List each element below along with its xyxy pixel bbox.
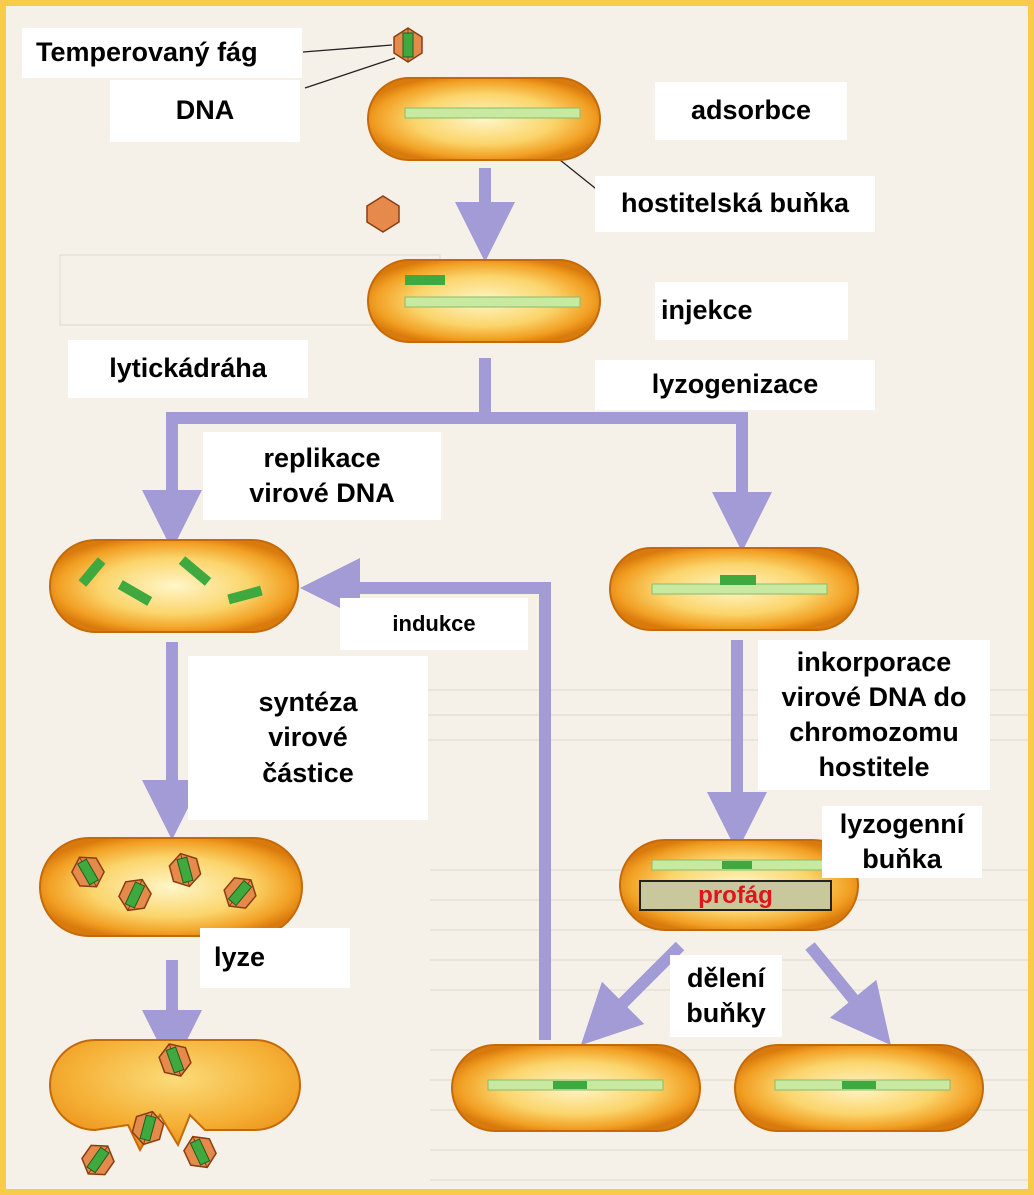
- temperate-phage-icon: [394, 28, 422, 62]
- synthesis-line-3: částice: [262, 756, 354, 791]
- synthesis-line-2: virové: [268, 720, 348, 755]
- arrow-lysogenization: [485, 418, 742, 522]
- cell-adsorption: [368, 78, 600, 160]
- cell-synthesis: [40, 838, 302, 936]
- incorporation-label: inkorporace virové DNA do chromozomu hos…: [758, 640, 990, 790]
- cell-division-label: dělení buňky: [670, 955, 782, 1037]
- lysis-label: lyze: [200, 928, 350, 988]
- cell-lysogenization: [610, 548, 858, 630]
- arrow-division-right: [810, 946, 872, 1022]
- adsorption-label: adsorbce: [655, 82, 847, 140]
- lytic-pathway-label: lytickádráha: [68, 340, 308, 398]
- cell-lysis: [50, 1039, 300, 1182]
- incorporation-line-4: hostitele: [818, 750, 929, 785]
- cell-injection: [368, 260, 600, 342]
- synthesis-label: syntéza virové částice: [188, 656, 428, 820]
- incorporation-line-3: chromozomu: [789, 715, 959, 750]
- dna-label: DNA: [110, 80, 300, 142]
- cell-daughter-right: [735, 1045, 983, 1131]
- cell-division-line-1: dělení: [687, 961, 765, 996]
- prophage-label: profág: [639, 880, 832, 911]
- temperate-phage-label: Temperovaný fág: [22, 28, 302, 78]
- host-cell-label: hostitelská buňka: [595, 176, 875, 232]
- empty-capsid-icon: [367, 196, 399, 232]
- lysogenic-cell-line-1: lyzogenní: [840, 807, 965, 842]
- cell-replication: [50, 540, 298, 632]
- replication-label: replikace virové DNA: [203, 432, 441, 520]
- cell-daughter-left: [452, 1045, 700, 1131]
- lysogenization-label: lyzogenizace: [595, 360, 875, 410]
- injection-label: injekce: [655, 282, 848, 340]
- arrow-division-left: [602, 946, 680, 1024]
- lysogenic-cell-label: lyzogenní buňka: [822, 806, 982, 878]
- induction-label: indukce: [340, 598, 528, 650]
- cell-division-line-2: buňky: [686, 996, 766, 1031]
- lysogenic-cell-line-2: buňka: [862, 842, 942, 877]
- incorporation-line-1: inkorporace: [797, 645, 952, 680]
- replication-line-2: virové DNA: [249, 476, 395, 511]
- synthesis-line-1: syntéza: [258, 685, 357, 720]
- incorporation-line-2: virové DNA do: [781, 680, 966, 715]
- replication-line-1: replikace: [263, 441, 380, 476]
